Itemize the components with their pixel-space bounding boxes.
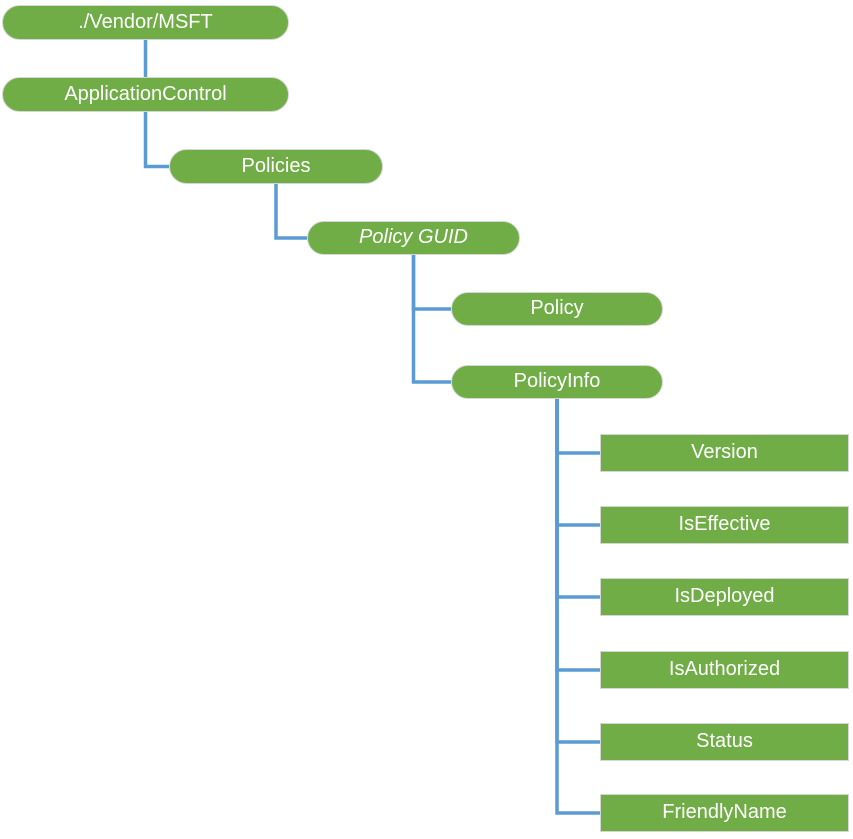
tree-node-version: Version [600, 434, 849, 472]
tree-node-label-friendly-name: FriendlyName [662, 801, 787, 823]
tree-node-label-status: Status [696, 730, 753, 752]
tree-node-label-vendor-msft: ./Vendor/MSFT [78, 10, 213, 33]
tree-node-label-policy-guid: Policy GUID [359, 226, 468, 248]
tree-node-policy: Policy [451, 292, 663, 326]
tree-node-label-is-deployed: IsDeployed [674, 585, 775, 607]
tree-node-policies: Policies [169, 149, 383, 184]
tree-node-label-is-authorized: IsAuthorized [668, 658, 781, 680]
tree-node-label-application-control: ApplicationControl [64, 82, 227, 105]
tree-node-policy-info: PolicyInfo [451, 365, 663, 399]
connector-policy-info-to-friendly-name [555, 399, 600, 815]
tree-node-label-policies: Policies [241, 154, 311, 177]
connector-policy-guid-to-policy-info [411, 255, 451, 384]
tree-node-is-deployed: IsDeployed [600, 578, 849, 616]
connector-policy-info-to-is-deployed [555, 399, 600, 599]
tree-node-status: Status [600, 723, 849, 761]
connector-policies-to-policy-guid [274, 184, 307, 240]
tree-node-friendly-name: FriendlyName [600, 794, 849, 832]
tree-node-label-policy: Policy [530, 297, 584, 319]
connector-application-control-to-policies [143, 112, 169, 169]
connector-policy-info-to-is-effective [555, 399, 600, 527]
tree-node-vendor-msft: ./Vendor/MSFT [2, 5, 289, 40]
tree-node-policy-guid: Policy GUID [307, 221, 520, 255]
connector-policy-info-to-version [555, 399, 600, 455]
tree-node-label-is-effective: IsEffective [678, 513, 771, 535]
tree-node-label-policy-info: PolicyInfo [513, 370, 601, 392]
connector-policy-info-to-status [555, 399, 600, 744]
tree-node-label-version: Version [691, 441, 758, 463]
tree-node-application-control: ApplicationControl [2, 77, 289, 112]
connector-policy-info-to-is-authorized [555, 399, 600, 672]
tree-node-is-authorized: IsAuthorized [600, 651, 849, 689]
tree-node-is-effective: IsEffective [600, 506, 849, 544]
connector-policy-guid-to-policy [411, 255, 451, 311]
